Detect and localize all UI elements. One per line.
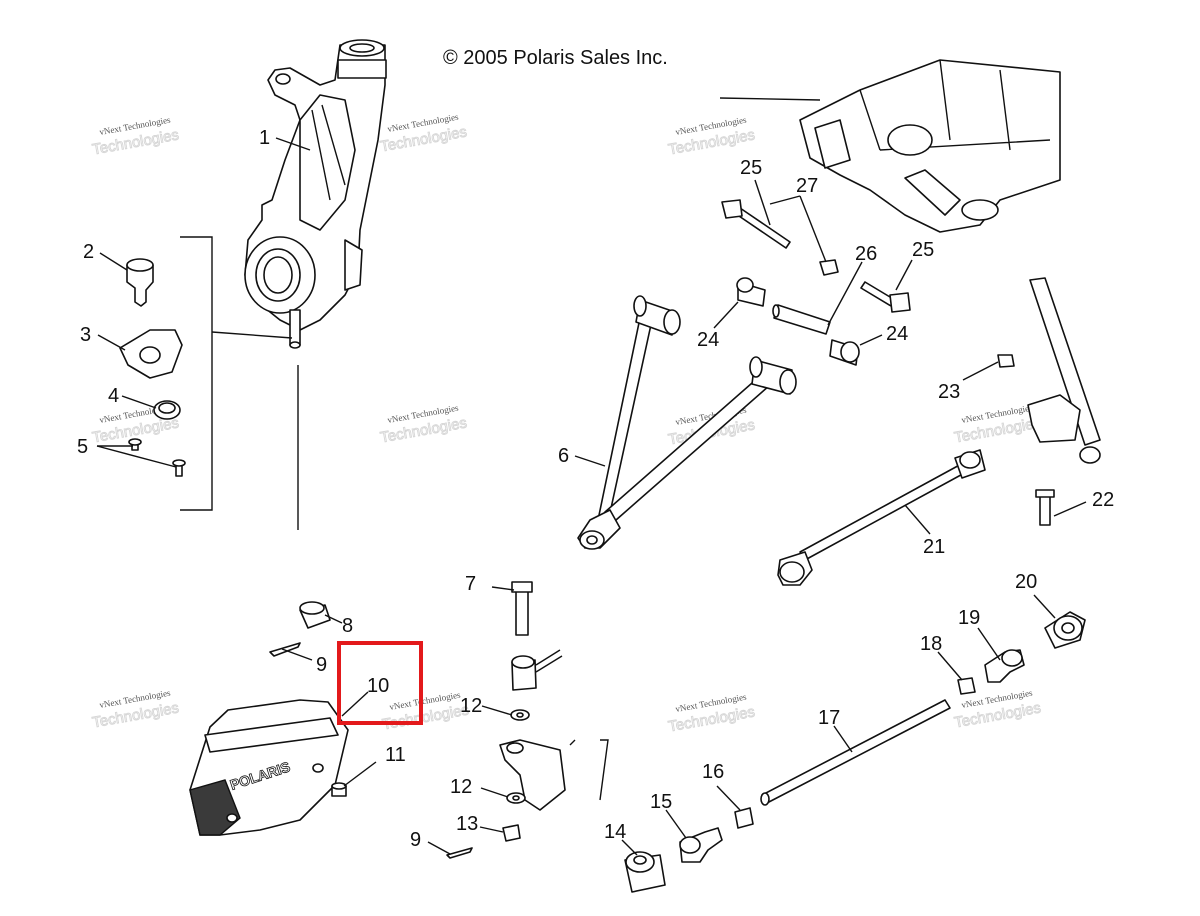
steering-arm	[499, 739, 609, 811]
callout-2: 2	[83, 241, 94, 263]
callout-7: 7	[465, 573, 476, 595]
part-19-tie-rod-end	[984, 649, 1025, 683]
part-16-jam-nut	[734, 807, 754, 829]
part-12-washer-a	[510, 709, 530, 721]
part-24-bushing-lower	[829, 339, 860, 366]
part-5-rivets	[128, 438, 186, 477]
callout-25-right: 25	[912, 239, 934, 261]
lower-link	[511, 649, 563, 691]
callout-4: 4	[108, 385, 119, 407]
callout-1: 1	[259, 127, 270, 149]
part-2-ball-joint	[126, 258, 154, 307]
part-3-mounting-plate	[119, 329, 183, 379]
copyright-text: © 2005 Polaris Sales Inc.	[443, 47, 668, 69]
part-21-tie-rod	[777, 449, 986, 586]
callout-9-upper: 9	[316, 654, 327, 676]
part-23-nut	[997, 354, 1015, 368]
part-4-ring	[153, 400, 181, 420]
callout-20: 20	[1015, 571, 1037, 593]
group-bracket-leader	[211, 331, 293, 339]
callout-22: 22	[1092, 489, 1114, 511]
callout-24-right: 24	[886, 323, 908, 345]
callout-25-upper: 25	[740, 157, 762, 179]
selection-highlight-box	[337, 641, 423, 725]
part-9-cotter-pin-b	[446, 847, 473, 859]
callout-14: 14	[604, 821, 626, 843]
part-22-bolt	[1035, 489, 1055, 526]
callout-24-left: 24	[697, 329, 719, 351]
part-1-spindle	[244, 39, 387, 349]
callout-19: 19	[958, 607, 980, 629]
callout-11: 11	[385, 744, 406, 766]
callout-9-lower: 9	[410, 829, 421, 851]
callout-13: 13	[456, 813, 478, 835]
part-8-castle-nut	[299, 601, 331, 629]
callout-3: 3	[80, 324, 91, 346]
callout-8: 8	[342, 615, 353, 637]
part-25-bolt-upper	[721, 199, 791, 249]
part-18-jam-nut	[957, 677, 976, 695]
part-10-guard-cover: POLARIS	[189, 699, 349, 836]
part-27-nut	[819, 259, 839, 276]
part-15-tie-rod-end	[679, 827, 723, 863]
frame-section	[719, 59, 1061, 233]
part-7-bolt	[511, 581, 533, 636]
part-20-rod-end	[1044, 611, 1086, 649]
part-12-washer-b	[506, 792, 526, 804]
callout-10: 10	[367, 675, 389, 697]
part-25-bolt-lower	[860, 281, 911, 313]
callout-26: 26	[855, 243, 877, 265]
part-17-tie-rod	[760, 699, 951, 806]
part-13-nut	[502, 824, 521, 842]
callout-16: 16	[702, 761, 724, 783]
callout-21: 21	[923, 536, 945, 558]
callout-12-upper: 12	[460, 695, 482, 717]
callout-5: 5	[77, 436, 88, 458]
part-11-screw	[331, 782, 347, 797]
callout-6: 6	[558, 445, 569, 467]
callout-27: 27	[796, 175, 818, 197]
part-6-a-arm	[577, 295, 797, 550]
callout-18: 18	[920, 633, 942, 655]
callout-15: 15	[650, 791, 672, 813]
group-bracket	[180, 236, 213, 511]
callout-23: 23	[938, 381, 960, 403]
part-24-bushing-upper	[736, 277, 766, 307]
strut-assembly	[1027, 277, 1101, 464]
callout-12-lower: 12	[450, 776, 472, 798]
part-26-sleeve	[772, 304, 831, 335]
callout-17: 17	[818, 707, 840, 729]
leader-lines	[96, 137, 1087, 856]
callout-numbers: 1 2 3 4 5 6 7 8 9 10 11 12 12 13 9 14 15…	[77, 127, 1114, 851]
part-14-rod-end	[624, 851, 666, 893]
